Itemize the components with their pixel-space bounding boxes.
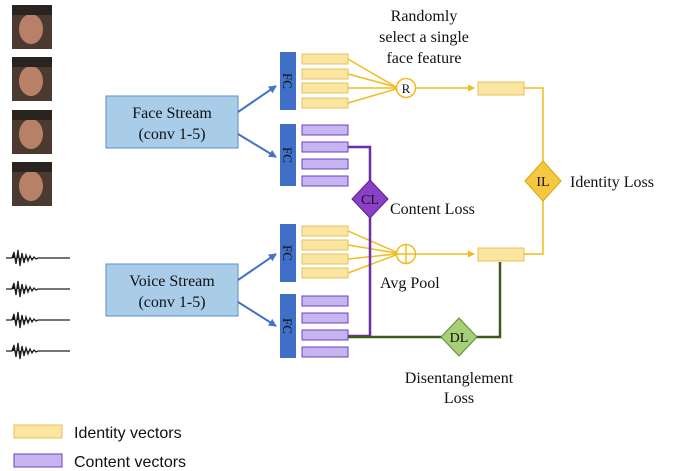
legend-identity-label: Identity vectors [74,425,182,442]
face-frame-3 [12,110,52,154]
svg-text:CL: CL [361,193,379,208]
waveform-2 [6,280,70,298]
identity-loss-connector-top [524,87,544,163]
random-select-label-3: face feature [386,50,461,67]
fc-face-identity: FC [280,52,296,110]
fc-face-content: FC [280,124,296,186]
face-identity-vectors [301,53,349,109]
face-stream-box [105,95,239,149]
face-frame-4 [12,162,52,206]
face-identity-lines [347,58,397,104]
voice-content-vectors [301,295,349,358]
avg-pool-node [395,243,417,265]
legend-content-swatch [13,453,63,468]
waveform-3 [6,311,70,329]
voice-identity-vectors [301,225,349,279]
face-content-vectors [301,124,349,187]
voice-identity-lines [347,230,397,274]
fc-voice-content: FC [280,294,296,358]
face-frames [12,5,52,206]
face-frame-2 [12,57,52,101]
face-stream-title: Face Stream [132,105,212,122]
identity-loss-connector-bottom [524,199,544,255]
svg-text:R: R [402,81,411,96]
content-loss-connector [348,145,372,338]
legend: Identity vectors Content vectors [13,424,186,471]
voice-stream-title: Voice Stream [129,273,215,290]
disentanglement-loss-label-1: Disentanglement [405,370,514,387]
waveform-4 [6,342,70,360]
voice-waveforms [6,249,70,360]
fc-voice-identity: FC [280,224,296,282]
voice-stream-box [105,263,239,317]
stream-to-fc-arrows [237,85,277,327]
legend-identity-swatch [13,424,63,439]
waveform-1 [6,249,70,267]
svg-text:FC: FC [280,318,295,334]
disentanglement-connector [348,262,502,339]
face-stream-subtitle: (conv 1-5) [138,126,205,143]
svg-text:FC: FC [280,245,295,261]
random-select-label-1: Randomly [391,8,458,25]
face-frame-1 [12,5,52,49]
svg-text:FC: FC [280,73,295,89]
content-loss-label: Content Loss [390,201,475,218]
random-select-label-2: select a single [379,29,469,46]
disentanglement-loss-node: DL [440,317,478,357]
identity-loss-node: IL [524,160,562,202]
voice-pooled-identity-vector [477,247,525,262]
content-loss-node: CL [351,179,389,219]
legend-content-label: Content vectors [74,454,186,471]
svg-text:IL: IL [536,175,549,190]
identity-loss-label: Identity Loss [570,174,654,191]
voice-stream-subtitle: (conv 1-5) [138,294,205,311]
face-pooled-identity-vector [477,81,525,96]
random-select-node: R [395,77,417,99]
svg-text:FC: FC [280,147,295,163]
avg-pool-label: Avg Pool [380,275,440,292]
disentanglement-loss-label-2: Loss [444,390,474,407]
svg-text:DL: DL [450,331,469,346]
